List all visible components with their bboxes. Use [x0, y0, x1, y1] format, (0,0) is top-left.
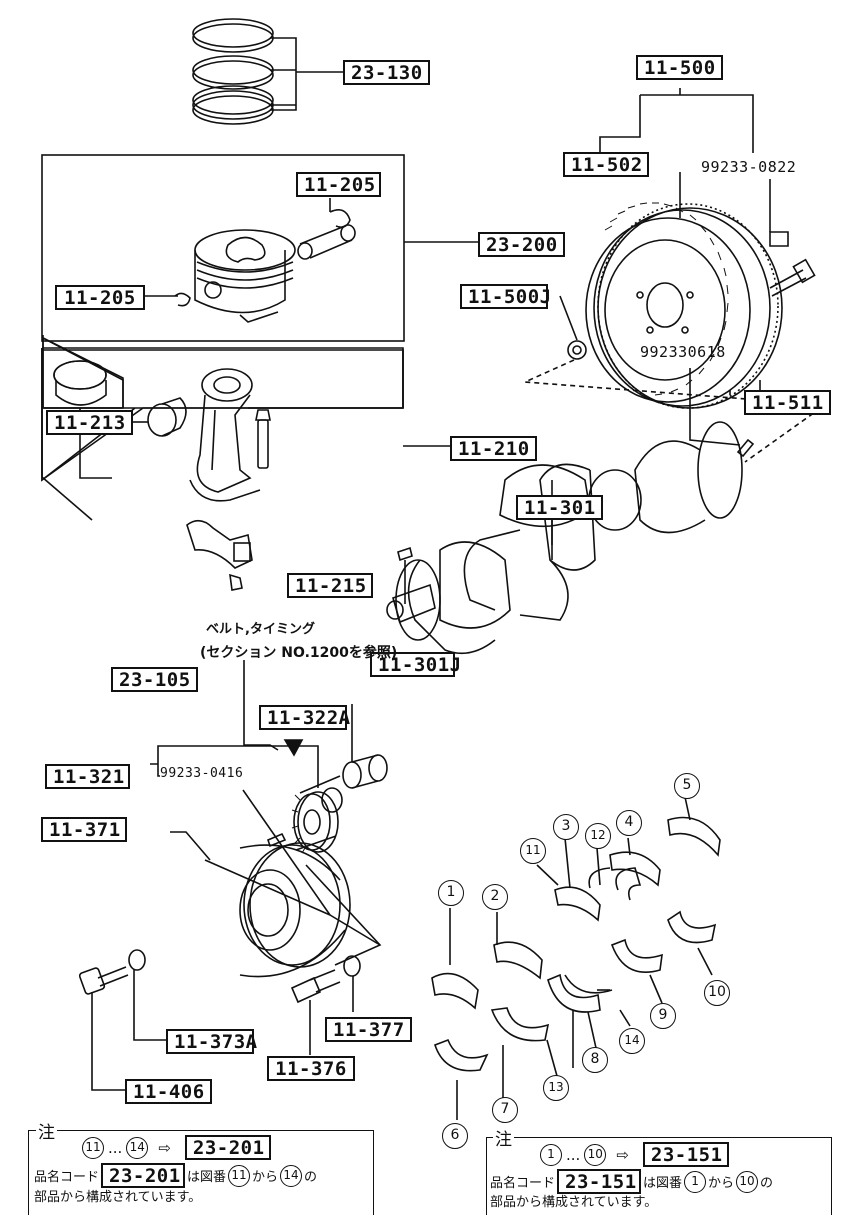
note-left-title: 注: [36, 1118, 57, 1143]
label-11-371[interactable]: 11-371: [41, 817, 127, 842]
label-11-376[interactable]: 11-376: [267, 1056, 355, 1081]
note-left-target-code[interactable]: 23-201: [184, 1135, 271, 1160]
rod-cap-drawing: [186, 519, 253, 591]
note-right-text-c: から: [708, 1176, 735, 1191]
callout-5[interactable]: 5: [674, 773, 700, 799]
label-11-205-top[interactable]: 11-205: [296, 172, 381, 197]
note-right-ellipsis: ...: [566, 1145, 581, 1164]
label-11-205-left[interactable]: 11-205: [55, 285, 145, 310]
note-left-text-b: は図番: [187, 1170, 227, 1185]
note-right-range-end: 10: [584, 1143, 607, 1166]
label-23-130[interactable]: 23-130: [343, 60, 430, 85]
label-23-105[interactable]: 23-105: [111, 667, 198, 692]
note-right-range-start: 1: [540, 1143, 562, 1166]
label-11-500[interactable]: 11-500: [636, 55, 723, 80]
note-left-from: 11: [228, 1164, 251, 1187]
note-left-frame: [28, 1130, 374, 1215]
timing-belt-reference-line1: ベルト,タイミング: [206, 622, 315, 637]
note-right-text-a: 品名コード: [490, 1176, 556, 1191]
note-left-row3: 部品から構成されています。: [34, 1190, 202, 1205]
label-11-502[interactable]: 11-502: [563, 152, 649, 177]
note-right-to: 10: [736, 1170, 759, 1193]
timing-gear-drawing: [293, 775, 343, 853]
piston-drawing: [194, 229, 296, 323]
note-left-arrow-icon: ⇨: [158, 1138, 171, 1157]
part-number-992330618[interactable]: 992330618: [640, 343, 726, 361]
label-11-301[interactable]: 11-301: [516, 495, 603, 520]
note-right-row2: 品名コード 23-151 は図番 1 から 10 の: [490, 1169, 773, 1194]
bearing-shells-drawing: [431, 796, 721, 1120]
label-11-322A[interactable]: 11-322A: [259, 705, 350, 730]
note-left-row2: 品名コード 23-201 は図番 11 から 14 の: [34, 1163, 317, 1188]
note-left-range-end: 14: [126, 1136, 149, 1159]
piston-rings-drawing: [192, 18, 274, 125]
callout-2[interactable]: 2: [482, 884, 508, 910]
note-left-to: 14: [280, 1164, 303, 1187]
label-11-210[interactable]: 11-210: [450, 436, 537, 461]
note-right-target-code[interactable]: 23-151: [642, 1142, 729, 1167]
callout-4[interactable]: 4: [616, 810, 642, 836]
label-11-500J[interactable]: 11-500J: [460, 284, 551, 309]
note-right-row3: 部品から構成されています。: [490, 1195, 658, 1210]
label-11-213[interactable]: 11-213: [46, 410, 133, 435]
part-number-99233-0416[interactable]: 99233-0416: [160, 766, 244, 781]
note-left-ellipsis: ...: [108, 1138, 123, 1157]
callout-12[interactable]: 12: [585, 823, 611, 849]
callout-8[interactable]: 8: [582, 1047, 608, 1073]
label-11-377[interactable]: 11-377: [325, 1017, 412, 1042]
callout-13[interactable]: 13: [543, 1075, 569, 1101]
note-right-frame: [486, 1137, 832, 1215]
note-left-text-a: 品名コード: [34, 1170, 100, 1185]
note-right-text-b: は図番: [643, 1176, 683, 1191]
label-11-511[interactable]: 11-511: [744, 390, 831, 415]
label-11-301J[interactable]: 11-301J: [370, 652, 461, 677]
crankshaft-drawing: [386, 421, 743, 655]
label-11-215[interactable]: 11-215: [287, 573, 373, 598]
label-11-373A[interactable]: 11-373A: [166, 1029, 257, 1054]
callout-10[interactable]: 10: [704, 980, 730, 1006]
note-left-code[interactable]: 23-201: [101, 1163, 186, 1188]
callout-11[interactable]: 11: [520, 838, 546, 864]
note-right-from: 1: [684, 1170, 707, 1193]
piston-pin-drawing: [297, 224, 356, 260]
timing-belt-reference-line2: (セクション NO.1200を参照): [200, 645, 398, 661]
callout-7[interactable]: 7: [492, 1097, 518, 1123]
connecting-rod-drawing: [189, 368, 271, 502]
note-right-title: 注: [493, 1125, 514, 1150]
note-left-text-d: の: [304, 1170, 318, 1185]
callout-14[interactable]: 14: [619, 1028, 645, 1054]
crank-pulley-drawing: [239, 842, 351, 978]
callout-3[interactable]: 3: [553, 814, 579, 840]
note-left-row1: 11 ... 14 ⇨ 23-201: [82, 1135, 271, 1160]
piston-group-frame: [41, 154, 405, 342]
note-right-arrow-icon: ⇨: [616, 1145, 629, 1164]
small-end-bearing-drawing: [147, 397, 187, 437]
note-right-text-d: の: [760, 1176, 774, 1191]
main-bearing-drawing: [53, 360, 107, 390]
callout-1[interactable]: 1: [438, 880, 464, 906]
note-left-range-start: 11: [82, 1136, 104, 1159]
callout-9[interactable]: 9: [650, 1003, 676, 1029]
label-23-200[interactable]: 23-200: [478, 232, 565, 257]
flywheel-drawing: [585, 203, 783, 409]
callout-6[interactable]: 6: [442, 1123, 468, 1149]
part-number-99233-0822[interactable]: 99233-0822: [701, 158, 797, 176]
note-right-row1: 1 ... 10 ⇨ 23-151: [540, 1142, 729, 1167]
label-11-406[interactable]: 11-406: [125, 1079, 212, 1104]
note-right-code[interactable]: 23-151: [557, 1169, 642, 1194]
spacer-drawing: [342, 754, 388, 789]
note-left-text-c: から: [252, 1170, 279, 1185]
label-11-321[interactable]: 11-321: [45, 764, 130, 789]
